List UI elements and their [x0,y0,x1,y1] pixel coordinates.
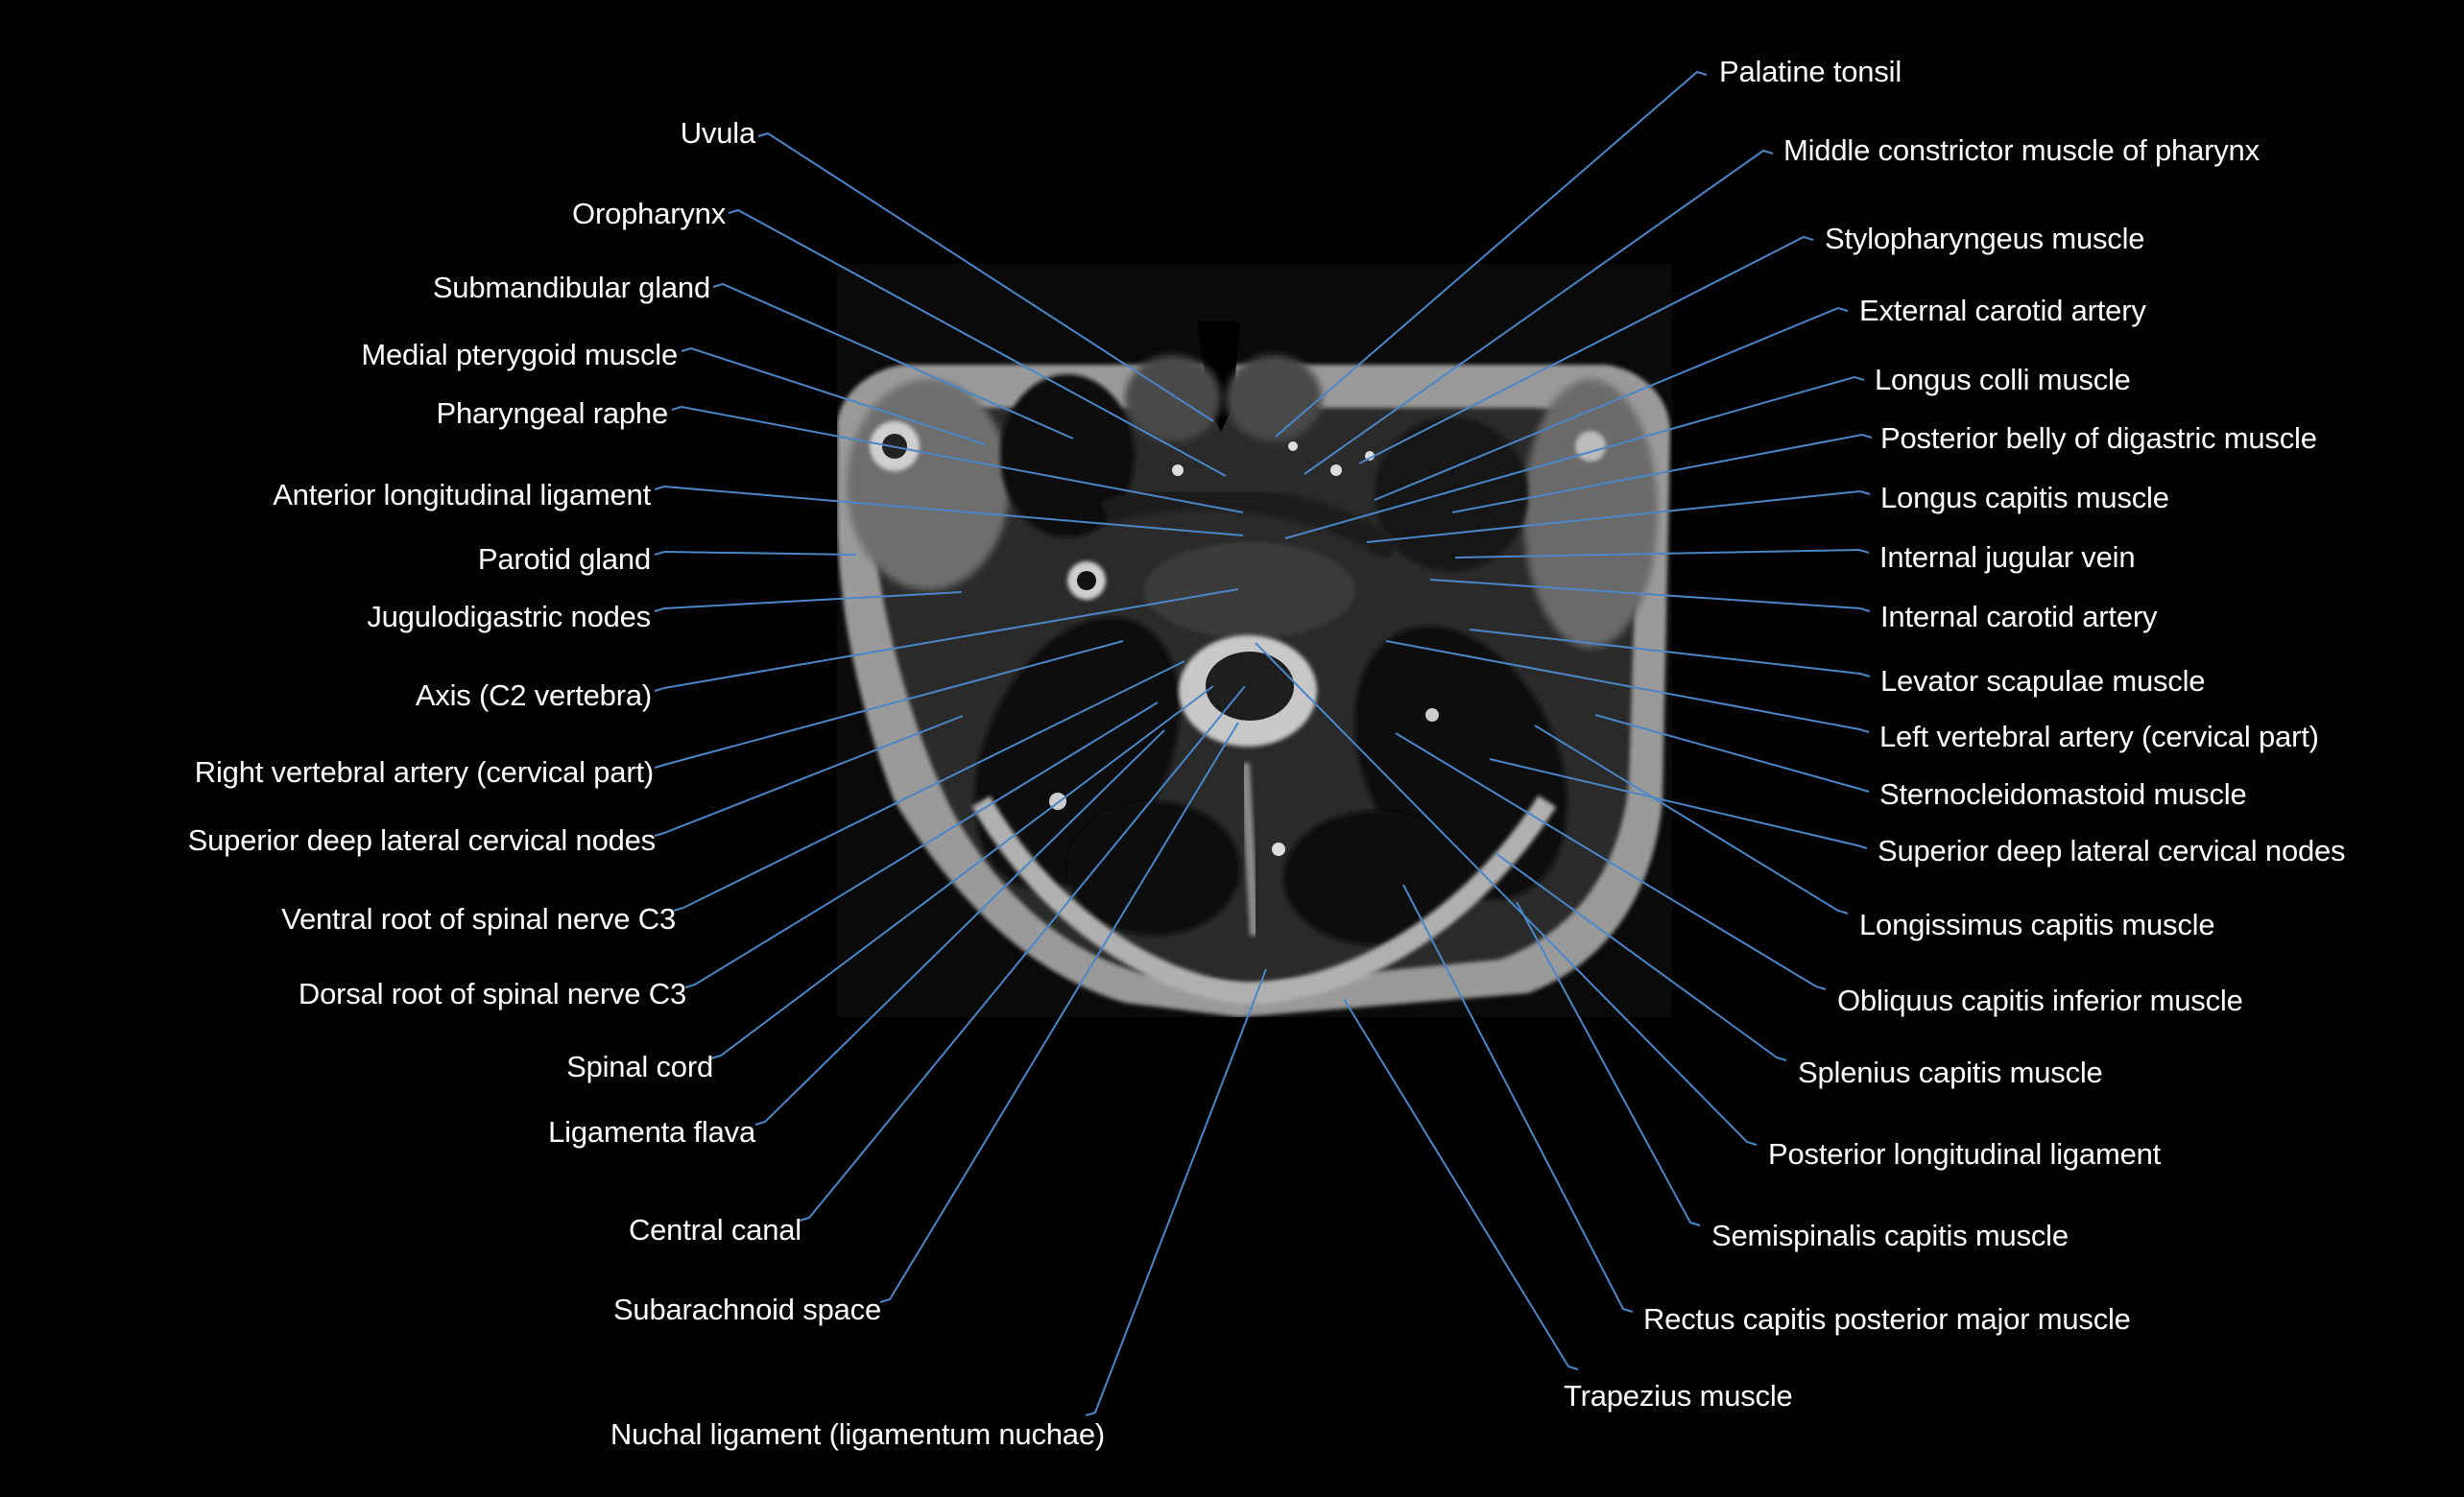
label-stylopharyngeus-muscle: Stylopharyngeus muscle [1825,222,2145,255]
label-obliquus-capitis-inferior-muscle: Obliquus capitis inferior muscle [1837,984,2243,1017]
label-parotid-gland: Parotid gland [477,542,651,576]
mri-axial-neck-image [837,264,1672,1017]
label-oropharynx: Oropharynx [572,197,726,230]
label-splenius-capitis-muscle: Splenius capitis muscle [1798,1056,2103,1089]
label-palatine-tonsil: Palatine tonsil [1719,55,1902,88]
label-trapezius-muscle: Trapezius muscle [1564,1379,1793,1413]
label-dorsal-root-of-spinal-nerve-c3: Dorsal root of spinal nerve C3 [298,977,686,1010]
label-middle-constrictor-muscle-of-pharynx: Middle constrictor muscle of pharynx [1783,133,2260,167]
label-jugulodigastric-nodes: Jugulodigastric nodes [367,600,651,633]
label-central-canal: Central canal [628,1213,801,1247]
label-submandibular-gland: Submandibular gland [432,271,710,304]
label-longissimus-capitis-muscle: Longissimus capitis muscle [1859,908,2215,941]
label-posterior-longitudinal-ligament: Posterior longitudinal ligament [1768,1137,2162,1171]
label-ligamenta-flava: Ligamenta flava [548,1115,755,1149]
label-subarachnoid-space: Subarachnoid space [612,1293,881,1326]
label-spinal-cord: Spinal cord [566,1050,713,1083]
label-internal-jugular-vein: Internal jugular vein [1879,540,2136,574]
label-sternocleidomastoid-muscle: Sternocleidomastoid muscle [1879,777,2247,811]
label-longus-colli-muscle: Longus colli muscle [1875,363,2131,396]
leader-line-parotid-gland [654,550,857,556]
label-external-carotid-artery: External carotid artery [1859,294,2146,327]
leader-line-nuchal-ligament-ligamentum-nuchae [1085,968,1267,1416]
leader-line-trapezius-muscle [1343,998,1579,1370]
label-superior-deep-lateral-cervical-nodes: Superior deep lateral cervical nodes [1878,834,2346,867]
label-ventral-root-of-spinal-nerve-c3: Ventral root of spinal nerve C3 [281,902,676,936]
label-anterior-longitudinal-ligament: Anterior longitudinal ligament [273,478,651,511]
label-pharyngeal-raphe: Pharyngeal raphe [436,396,668,430]
label-levator-scapulae-muscle: Levator scapulae muscle [1880,664,2206,698]
label-right-vertebral-artery-cervical-part: Right vertebral artery (cervical part) [194,755,654,789]
label-medial-pterygoid-muscle: Medial pterygoid muscle [361,338,678,371]
label-internal-carotid-artery: Internal carotid artery [1880,600,2158,633]
label-posterior-belly-of-digastric-muscle: Posterior belly of digastric muscle [1880,421,2317,455]
label-rectus-capitis-posterior-major-muscle: Rectus capitis posterior major muscle [1643,1302,2131,1336]
label-nuchal-ligament-ligamentum-nuchae: Nuchal ligament (ligamentum nuchae) [610,1417,1105,1451]
label-axis-c2-vertebra: Axis (C2 vertebra) [415,678,652,712]
label-semispinalis-capitis-muscle: Semispinalis capitis muscle [1711,1219,2069,1252]
label-uvula: Uvula [680,116,755,150]
label-longus-capitis-muscle: Longus capitis muscle [1880,481,2169,514]
label-left-vertebral-artery-cervical-part: Left vertebral artery (cervical part) [1879,720,2319,753]
label-superior-deep-lateral-cervical-nodes: Superior deep lateral cervical nodes [187,823,657,857]
